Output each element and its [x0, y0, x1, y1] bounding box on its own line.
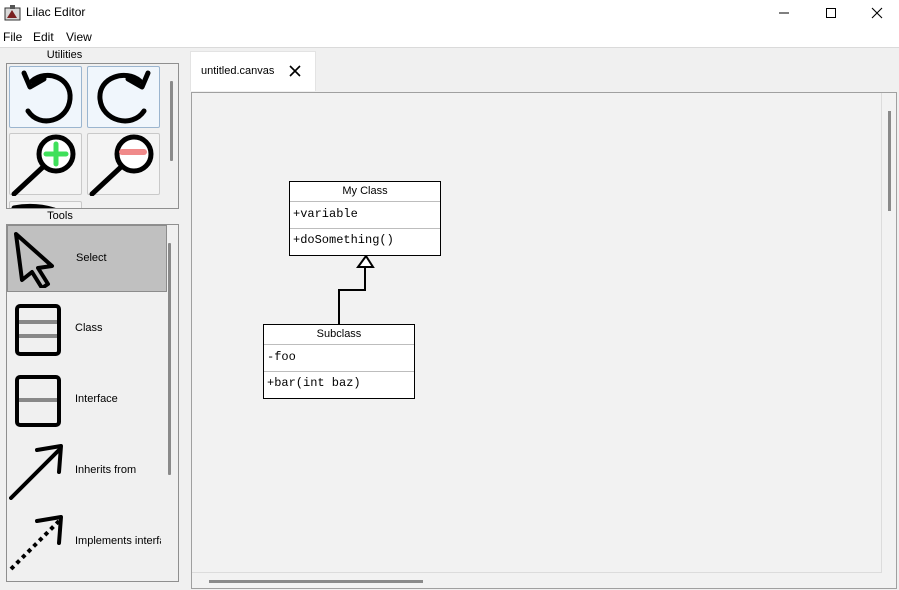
implements-arrow-icon: [9, 515, 63, 571]
title-bar: Lilac Editor: [0, 0, 899, 26]
maximize-button[interactable]: [808, 0, 854, 26]
class-icon: [15, 304, 61, 356]
maximize-icon: [826, 8, 836, 18]
class-operations: +bar(int baz): [267, 376, 361, 390]
zoom-out-button[interactable]: [87, 133, 160, 197]
utilities-panel: [6, 63, 179, 209]
util-button-partial[interactable]: [9, 201, 82, 208]
tool-interface[interactable]: Interface: [7, 367, 167, 434]
minimize-icon: [779, 12, 789, 14]
canvas-horizontal-scrollbar-thumb[interactable]: [209, 580, 423, 583]
partial-tool-icon: [11, 203, 56, 208]
uml-class-my-class[interactable]: My Class +variable +doSomething(): [289, 181, 441, 256]
tool-class[interactable]: Class: [7, 296, 167, 363]
tools-panel: Select Class Interface Inherits from Imp…: [6, 224, 179, 582]
close-icon: [871, 7, 883, 19]
utilities-scrollbar-thumb[interactable]: [170, 81, 173, 161]
class-operations: +doSomething(): [293, 233, 394, 247]
inherits-arrow-icon: [9, 444, 63, 500]
tool-select-label: Select: [76, 252, 107, 264]
zoom-out-icon: [89, 134, 154, 197]
class-name: Subclass: [264, 325, 414, 345]
tool-inherits-label: Inherits from: [75, 464, 137, 476]
interface-icon: [15, 375, 61, 427]
utilities-label: Utilities: [46, 49, 83, 61]
uml-class-subclass[interactable]: Subclass -foo +bar(int baz): [263, 324, 415, 399]
tool-implements-label: Implements interface: [75, 535, 161, 547]
menu-file[interactable]: File: [3, 30, 23, 44]
canvas-edge: [192, 572, 881, 573]
class-attributes: -foo: [264, 345, 414, 372]
undo-icon: [21, 70, 73, 124]
tools-scrollbar-thumb[interactable]: [168, 243, 171, 475]
minimize-button[interactable]: [761, 0, 807, 26]
tab-untitled-canvas[interactable]: untitled.canvas: [190, 51, 316, 91]
inheritance-connector[interactable]: [192, 93, 892, 573]
menu-view[interactable]: View: [66, 30, 92, 44]
tool-class-label: Class: [75, 322, 103, 334]
class-attributes: +variable: [290, 202, 440, 229]
close-window-button[interactable]: [854, 0, 899, 26]
menu-edit[interactable]: Edit: [33, 30, 54, 44]
tab-label: untitled.canvas: [201, 65, 275, 77]
undo-button[interactable]: [9, 66, 82, 128]
tool-interface-label: Interface: [75, 393, 118, 405]
class-name: My Class: [290, 182, 440, 202]
diagram-canvas[interactable]: My Class +variable +doSomething() Subcla…: [191, 92, 897, 589]
menu-bar: File Edit View: [0, 26, 899, 48]
redo-icon: [97, 70, 151, 124]
tool-inherits[interactable]: Inherits from: [7, 438, 167, 505]
canvas-edge: [881, 93, 882, 573]
close-icon[interactable]: [288, 64, 302, 78]
window-title: Lilac Editor: [26, 5, 86, 19]
zoom-in-button[interactable]: [9, 133, 82, 197]
tool-select[interactable]: Select: [7, 225, 167, 292]
tool-implements[interactable]: Implements interface: [7, 509, 167, 576]
tools-label: Tools: [47, 210, 73, 222]
zoom-in-icon: [11, 134, 76, 197]
canvas-vertical-scrollbar-thumb[interactable]: [888, 111, 891, 211]
select-cursor-icon: [14, 232, 54, 288]
app-logo-icon: [4, 5, 21, 21]
redo-button[interactable]: [87, 66, 160, 128]
